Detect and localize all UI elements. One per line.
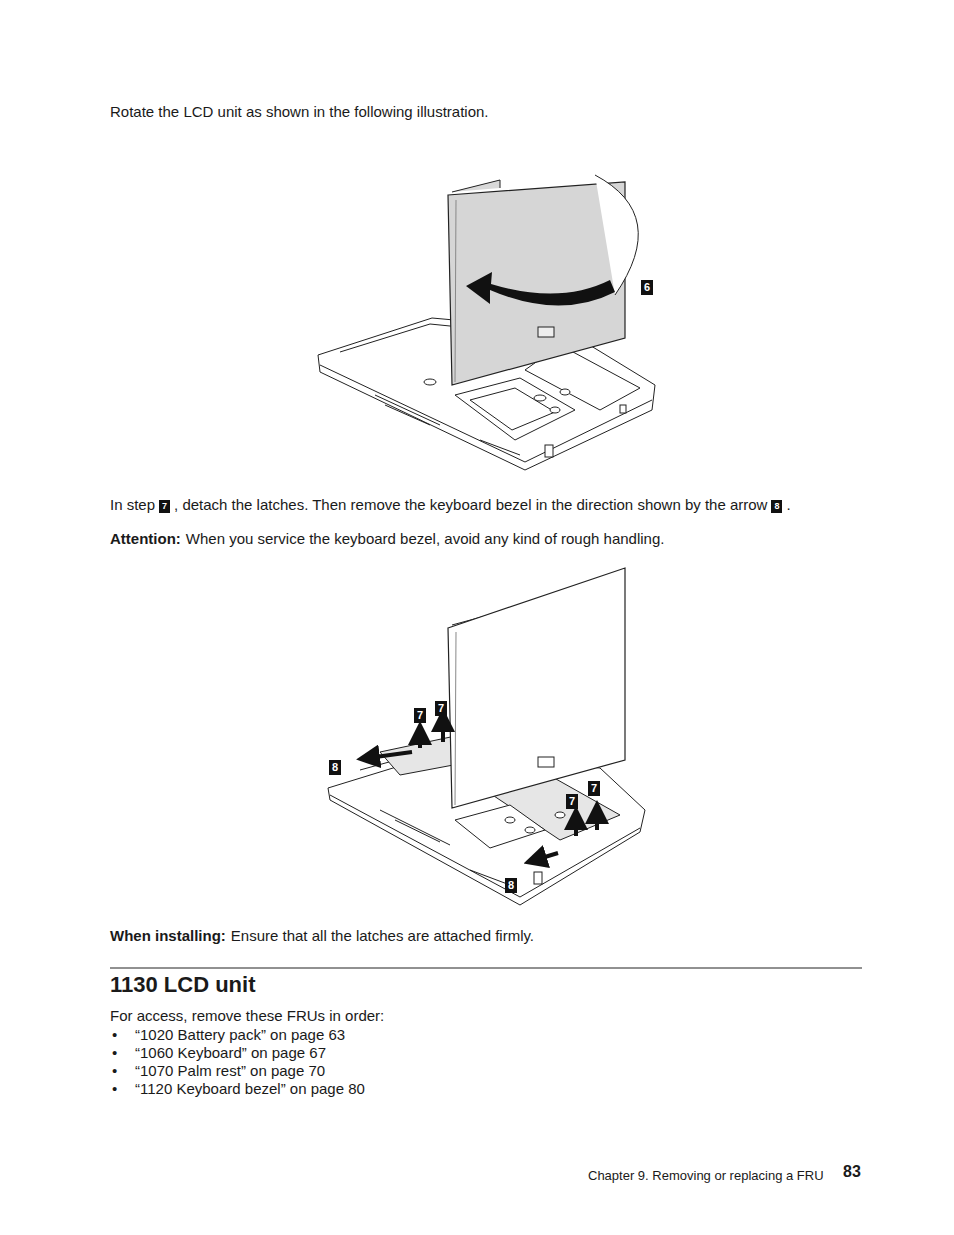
section-title: 1130 LCD unit — [110, 972, 255, 998]
text-line: 7 — [435, 698, 447, 716]
text-line: •“1120 Keyboard bezel” on page 80 — [112, 1080, 365, 1098]
callout-number: 7 — [435, 701, 447, 716]
body-text: , detach the latches. Then remove the ke… — [174, 496, 767, 513]
text-line: 8 — [329, 757, 341, 775]
callout-number: 8 — [329, 760, 341, 775]
body-text: For access, remove these FRUs in order: — [110, 1007, 384, 1024]
bullet: • — [112, 1080, 135, 1098]
text-line: 83 — [843, 1163, 861, 1181]
text-line: 8 — [505, 875, 517, 893]
body-text: In step — [110, 496, 155, 513]
body-text: Ensure that all the latches are attached… — [231, 927, 534, 944]
text-line: In step 7 , detach the latches. Then remov… — [110, 496, 791, 514]
callout-number: 7 — [159, 500, 170, 513]
callout-number: 6 — [641, 280, 653, 295]
body-text: . — [786, 496, 790, 513]
text-line: 7 — [566, 791, 578, 809]
text-line: •“1070 Palm rest” on page 70 — [112, 1062, 325, 1080]
body-text: “1070 Palm rest” on page 70 — [135, 1062, 325, 1079]
text-line: Attention: When you service the keyboard … — [110, 530, 664, 548]
text-line: 6 — [641, 277, 653, 295]
body-text: Rotate the LCD unit as shown in the foll… — [110, 103, 489, 120]
text-line: Rotate the LCD unit as shown in the foll… — [110, 103, 489, 121]
lcd-panel — [448, 568, 625, 808]
callout-number: 7 — [414, 708, 426, 723]
body-text: “1060 Keyboard” on page 67 — [135, 1044, 326, 1061]
text-line: For access, remove these FRUs in order: — [110, 1007, 384, 1025]
bullet: • — [112, 1044, 135, 1062]
body-text: “1120 Keyboard bezel” on page 80 — [135, 1080, 365, 1097]
lcd-panel — [448, 175, 638, 385]
text-line: 7 — [414, 705, 426, 723]
text-line: 7 — [588, 778, 600, 796]
body-text: “1020 Battery pack” on page 63 — [135, 1026, 345, 1043]
bullet: • — [112, 1062, 135, 1080]
callout-number: 8 — [505, 878, 517, 893]
text-line: •“1020 Battery pack” on page 63 — [112, 1026, 345, 1044]
direction-arrows — [368, 720, 597, 860]
note-label: When installing: — [110, 927, 226, 944]
footer-text: Chapter 9. Removing or replacing a FRU — [588, 1168, 824, 1183]
page-number: 83 — [843, 1163, 861, 1180]
text-line: •“1060 Keyboard” on page 67 — [112, 1044, 326, 1062]
callout-number: 8 — [771, 500, 782, 513]
callout-number: 7 — [566, 794, 578, 809]
section-rule — [110, 968, 862, 969]
note-label: Attention: — [110, 530, 181, 547]
body-text: When you service the keyboard bezel, avo… — [186, 530, 665, 547]
callout-number: 7 — [588, 781, 600, 796]
text-line: Chapter 9. Removing or replacing a FRU — [588, 1166, 824, 1185]
text-line: When installing: Ensure that all the latc… — [110, 927, 534, 945]
bullet: • — [112, 1026, 135, 1044]
